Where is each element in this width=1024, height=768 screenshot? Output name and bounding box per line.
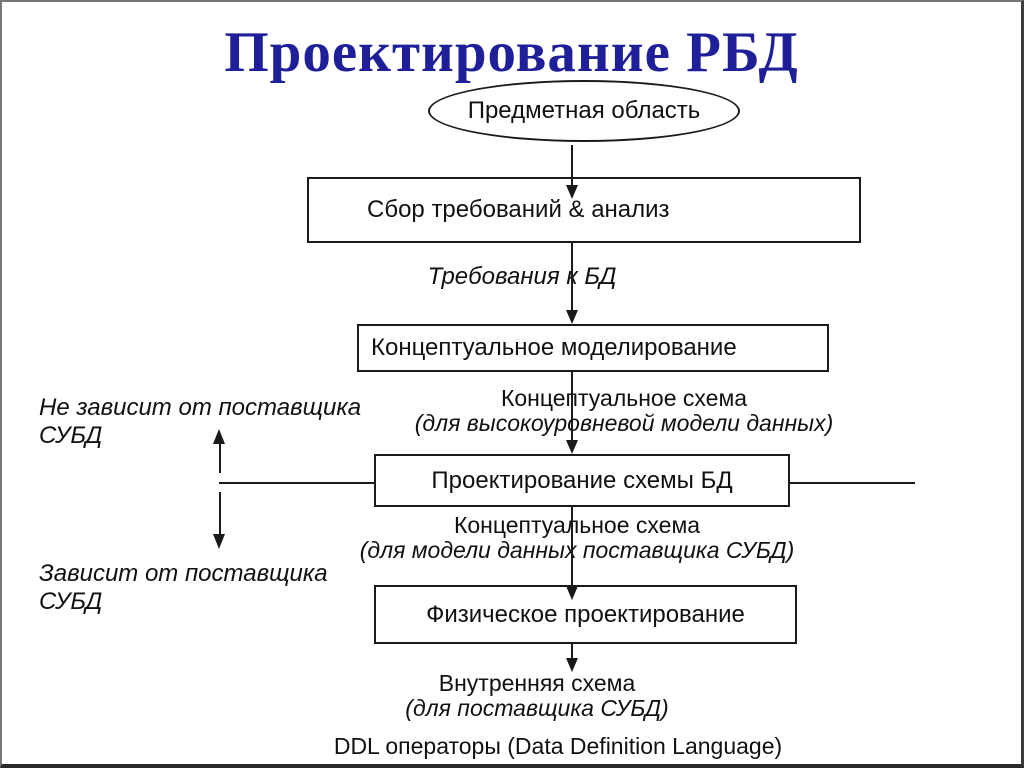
arrow-up-icon — [213, 429, 225, 444]
connector-box3-to-box4-line — [571, 507, 573, 586]
node-subject-area: Предметная область — [428, 80, 740, 142]
connector-box4-to-output-line — [571, 644, 573, 659]
edge-label-db-requirements: Требования к БД — [322, 264, 722, 289]
box-conceptual-modeling-label: Концептуальное моделирование — [371, 334, 737, 361]
edge-label-conceptual-schema-vendor-line2: (для модели данных поставщика СУБД) — [359, 537, 795, 563]
arrow-down-icon — [213, 534, 225, 549]
box-db-schema-design-label: Проектирование схемы БД — [431, 466, 733, 494]
box-physical-design: Физическое проектирование — [374, 585, 797, 644]
box-requirements-collection: Сбор требований & анализ — [307, 177, 861, 243]
arrow-down-icon — [566, 586, 578, 600]
edge-label-conceptual-schema-vendor: Концептуальное схема (для модели данных … — [327, 513, 827, 563]
connector-ellipse-to-box1-line — [571, 145, 573, 186]
edge-label-db-requirements-text: Требования к БД — [427, 263, 617, 290]
dependence-arrow-down-line — [219, 492, 221, 535]
note-dbms-independent: Не зависит от поставщика СУБД — [39, 394, 362, 449]
edge-label-internal-schema-line2: (для поставщика СУБД) — [405, 695, 669, 721]
node-subject-area-label: Предметная область — [467, 97, 701, 124]
box-conceptual-modeling: Концептуальное моделирование — [357, 324, 829, 372]
edge-label-internal-schema: Внутренняя схема (для поставщика СУБД) — [287, 671, 787, 721]
edge-label-conceptual-schema-high-level-line1: Концептуальное схема — [500, 385, 748, 411]
arrow-down-icon — [566, 310, 578, 324]
arrow-down-icon — [566, 440, 578, 454]
connector-box1-to-box2-line — [571, 243, 573, 310]
arrow-down-icon — [566, 185, 578, 199]
box-db-schema-design: Проектирование схемы БД — [374, 454, 790, 507]
edge-label-conceptual-schema-high-level: Концептуальное схема (для высокоуровнево… — [374, 386, 874, 436]
independence-arrow-up-line — [219, 443, 221, 473]
note-dbms-dependent: Зависит от поставщика СУБД — [39, 560, 328, 615]
box-requirements-collection-label: Сбор требований & анализ — [367, 196, 670, 223]
edge-label-conceptual-schema-vendor-line1: Концептуальное схема — [453, 512, 701, 538]
edge-label-internal-schema-line1: Внутренняя схема — [438, 670, 636, 696]
slide-title: Проектирование РБД — [224, 21, 799, 84]
connector-box2-to-box3-line — [571, 372, 573, 440]
edge-label-conceptual-schema-high-level-line2: (для высокоуровневой модели данных) — [414, 410, 834, 436]
arrow-down-icon — [566, 658, 578, 672]
separator-line-left — [219, 482, 374, 484]
footer-ddl-operators: DDL операторы (Data Definition Language) — [333, 733, 783, 759]
separator-line-right — [790, 482, 915, 484]
box-physical-design-label: Физическое проектирование — [426, 600, 745, 628]
